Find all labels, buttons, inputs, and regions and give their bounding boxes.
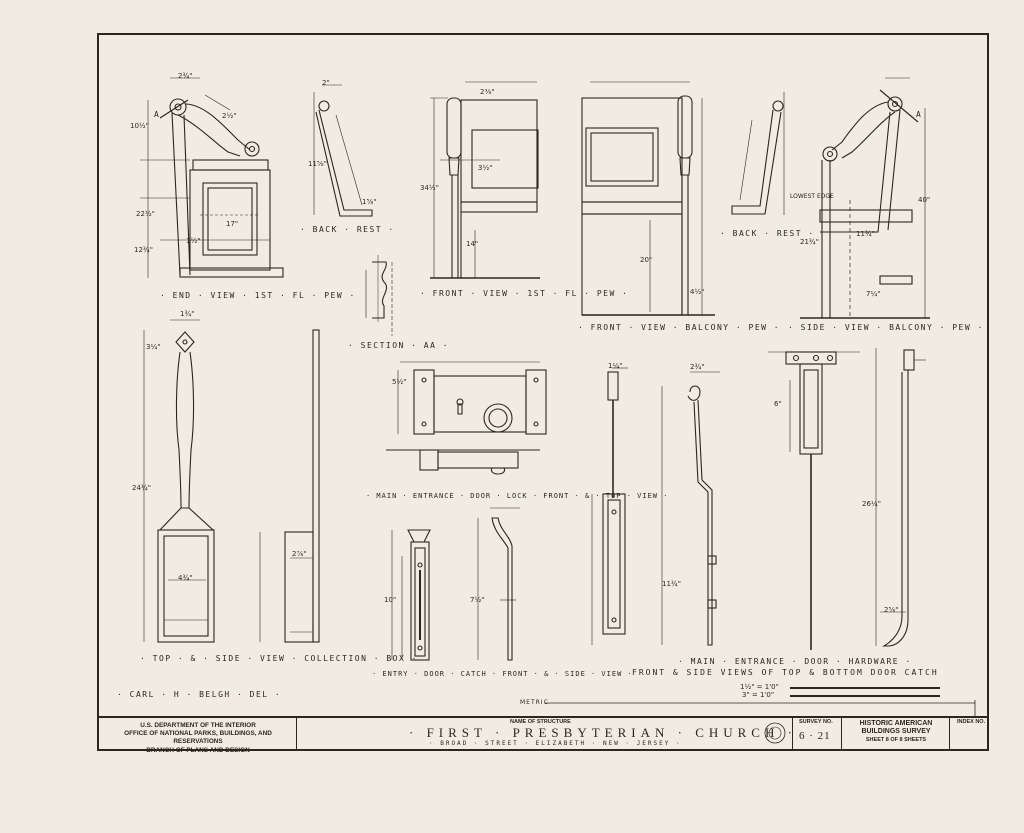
dimension: 12¾" xyxy=(134,246,153,254)
dimension: 14" xyxy=(466,240,479,248)
dimension: 7¼" xyxy=(866,290,881,298)
habs-text: HISTORIC AMERICAN BUILDINGS SURVEY SHEET… xyxy=(859,720,933,743)
drawing-sheet-border xyxy=(97,33,989,751)
dimension: 2¾" xyxy=(178,72,193,80)
back-rest-2-drawing xyxy=(731,92,785,215)
metric-scale-label: METRIC xyxy=(520,699,549,706)
dimension: 1¼" xyxy=(608,362,623,370)
agency-text: U.S. DEPARTMENT OF THE INTERIOR OFFICE O… xyxy=(124,722,272,754)
survey-caption: SURVEY NO. xyxy=(799,719,833,725)
scale-label-1: 1½" = 1'0" xyxy=(740,683,779,691)
dimension: 40" xyxy=(918,196,931,204)
dimension: 11¾" xyxy=(662,580,681,588)
side-view-balcony-label: · SIDE · VIEW · BALCONY · PEW · xyxy=(788,323,984,332)
entry-catch-label: · ENTRY · DOOR · CATCH · FRONT · & · SID… xyxy=(372,670,633,678)
scale-label-2: 3" = 1'0" xyxy=(742,691,775,699)
scale-bars xyxy=(545,687,976,716)
section-aa-label: · SECTION · AA · xyxy=(348,341,450,350)
dimension: 3¼" xyxy=(146,343,161,351)
dimension: 10½" xyxy=(130,122,149,130)
survey-number: 6 · 21 xyxy=(799,730,831,742)
back-rest-label-2: · BACK · REST · xyxy=(720,229,815,238)
dimension: 20" xyxy=(640,256,653,264)
collection-box-label: · TOP · & · SIDE · VIEW · COLLECTION · B… xyxy=(140,654,418,663)
dimension: 2⅜" xyxy=(480,88,495,96)
dimension: 6" xyxy=(774,400,782,408)
name-caption: NAME OF STRUCTURE xyxy=(510,719,571,725)
back-rest-label-1: · BACK · REST · xyxy=(300,225,395,234)
dimension: 26¼" xyxy=(862,500,881,508)
dimension: 3½" xyxy=(478,164,493,172)
hardware-label-1: · MAIN · ENTRANCE · DOOR · HARDWARE · xyxy=(678,657,912,666)
dimension: 24¾" xyxy=(132,484,151,492)
dimension: 22½" xyxy=(136,210,155,218)
delineator-label: · CARL · H · BELGH · DEL · xyxy=(117,690,282,699)
dimension: 2⅝" xyxy=(884,606,899,614)
lowest-edge-label: LOWEST EDGE xyxy=(790,193,834,200)
front-view-pew-drawing xyxy=(430,81,540,279)
dimension: 5½" xyxy=(392,378,407,386)
front-view-balcony-drawing xyxy=(581,81,715,316)
section-aa-drawing xyxy=(365,255,393,336)
dimension: 11⅝" xyxy=(308,160,327,168)
dimension: 2⅞" xyxy=(292,550,307,558)
dimension: 2½" xyxy=(222,112,237,120)
end-view-label: · END · VIEW · 1ST · FL · PEW · xyxy=(160,291,356,300)
front-view-label: · FRONT · VIEW · 1ST · FL · PEW · xyxy=(420,289,629,298)
index-caption: INDEX NO. xyxy=(957,719,986,725)
section-mark-a2: A xyxy=(916,110,923,119)
collection-box-drawing xyxy=(143,319,320,643)
dimension: 7½" xyxy=(470,596,485,604)
door-lock-drawing xyxy=(386,361,547,475)
dimension: 4¾" xyxy=(178,574,193,582)
door-hardware-drawing xyxy=(591,348,926,650)
front-view-balcony-label: · FRONT · VIEW · BALCONY · PEW · xyxy=(578,323,781,332)
door-lock-label: · MAIN · ENTRANCE · DOOR · LOCK · FRONT … xyxy=(366,492,669,500)
hardware-label-2: FRONT & SIDE VIEWS OF TOP & BOTTOM DOOR … xyxy=(632,668,939,677)
back-rest-1-drawing xyxy=(313,84,373,217)
entry-door-catch-drawing xyxy=(391,507,520,661)
dimension: 2" xyxy=(322,79,330,87)
dimension: 34½" xyxy=(420,184,439,192)
dimension: 11¾" xyxy=(856,230,875,238)
seal-icon xyxy=(764,722,786,744)
end-view-pew-drawing xyxy=(140,77,284,278)
structure-name: · FIRST · PRESBYTERIAN · CHURCH · xyxy=(409,725,797,740)
dimension: 1⅝" xyxy=(362,198,377,206)
title-block: U.S. DEPARTMENT OF THE INTERIOR OFFICE O… xyxy=(99,716,987,754)
dimension: 21¾" xyxy=(800,238,819,246)
dimension: 1¾" xyxy=(180,310,195,318)
dimension: 10" xyxy=(384,596,397,604)
structure-location: · BROAD · STREET · ELIZABETH · NEW · JER… xyxy=(429,740,682,747)
section-mark-a1: A xyxy=(154,110,161,119)
dimension: 1½" xyxy=(186,237,201,245)
side-view-balcony-drawing xyxy=(800,77,930,319)
dimension: 4½" xyxy=(690,288,705,296)
dimension: 2¾" xyxy=(690,363,705,371)
dimension: 17" xyxy=(226,220,239,228)
